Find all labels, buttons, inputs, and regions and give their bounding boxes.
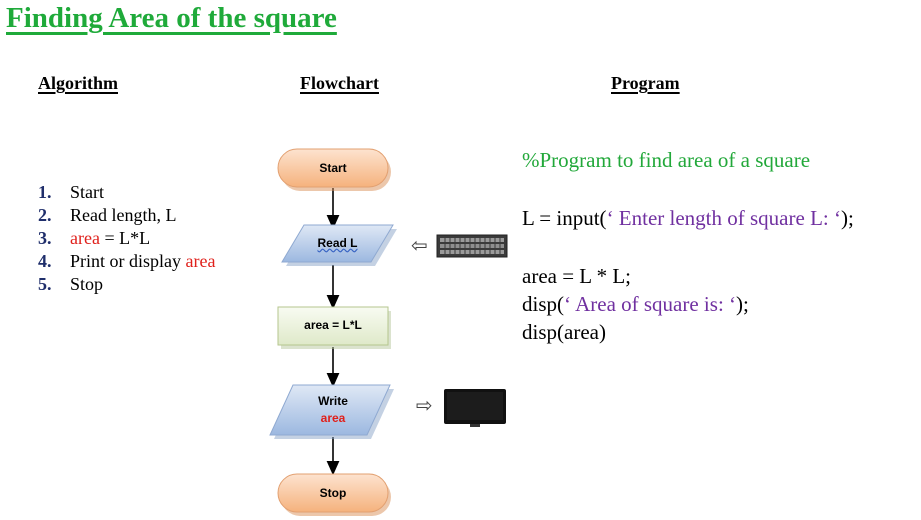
step-number: 5. (38, 274, 52, 294)
step-highlight: area (70, 228, 100, 248)
read-label: Read L (317, 236, 358, 250)
process-shape (277, 306, 389, 346)
algorithm-heading: Algorithm (38, 73, 118, 93)
program-line-disp-area: disp(area) (522, 320, 606, 344)
step-text: Read length, L (70, 205, 177, 225)
step-text: Stop (70, 274, 104, 294)
step-text: Start (70, 182, 104, 202)
algorithm-step: 5. Stop (38, 273, 215, 296)
code-text: ); (736, 292, 749, 316)
program-line-input: L = input(‘ Enter length of square L: ‘)… (522, 206, 854, 231)
stop-label: Stop (319, 486, 347, 500)
step-number: 2. (38, 205, 52, 225)
process-label: area = L*L (304, 318, 362, 332)
start-label: Start (319, 161, 347, 175)
page-title: Finding Area of the square (6, 2, 337, 34)
step-number: 4. (38, 251, 52, 271)
keyboard-icon (436, 234, 508, 258)
code-string: ‘ Enter length of square L: ‘ (606, 206, 841, 230)
program-line-area: area = L * L; (522, 264, 632, 288)
output-arrow-icon: ⇨ (416, 393, 433, 417)
write-label: Write (318, 394, 348, 408)
read-input-shape (281, 224, 394, 263)
program-heading: Program (611, 73, 680, 93)
step-text: Print or display (70, 251, 186, 271)
stop-terminal (277, 473, 389, 513)
algorithm-step: 1. Start (38, 181, 215, 204)
write-area-label: area (320, 411, 346, 425)
program-line-disp-text: disp(‘ Area of square is: ‘); (522, 292, 749, 317)
write-output-shape (269, 384, 391, 436)
algorithm-step: 2. Read length, L (38, 204, 215, 227)
input-arrow-icon: ⇦ (411, 233, 428, 257)
flowchart-heading: Flowchart (300, 73, 379, 93)
code-string: ‘ Area of square is: ‘ (564, 292, 737, 316)
code-text: disp( (522, 292, 564, 316)
program-comment: %Program to find area of a square (522, 148, 811, 172)
algorithm-list: 1. Start 2. Read length, L 3. area = L*L 4.… (38, 181, 215, 296)
step-number: 3. (38, 228, 52, 248)
code-text: ); (840, 206, 854, 230)
step-text: = L*L (99, 228, 151, 248)
monitor-icon (444, 389, 506, 427)
algorithm-step: 4. Print or display area (38, 250, 215, 273)
step-number: 1. (38, 182, 52, 202)
step-highlight: area (185, 251, 216, 271)
start-terminal (277, 148, 389, 188)
code-text: L = input( (522, 206, 607, 230)
algorithm-step: 3. area = L*L (38, 227, 215, 250)
